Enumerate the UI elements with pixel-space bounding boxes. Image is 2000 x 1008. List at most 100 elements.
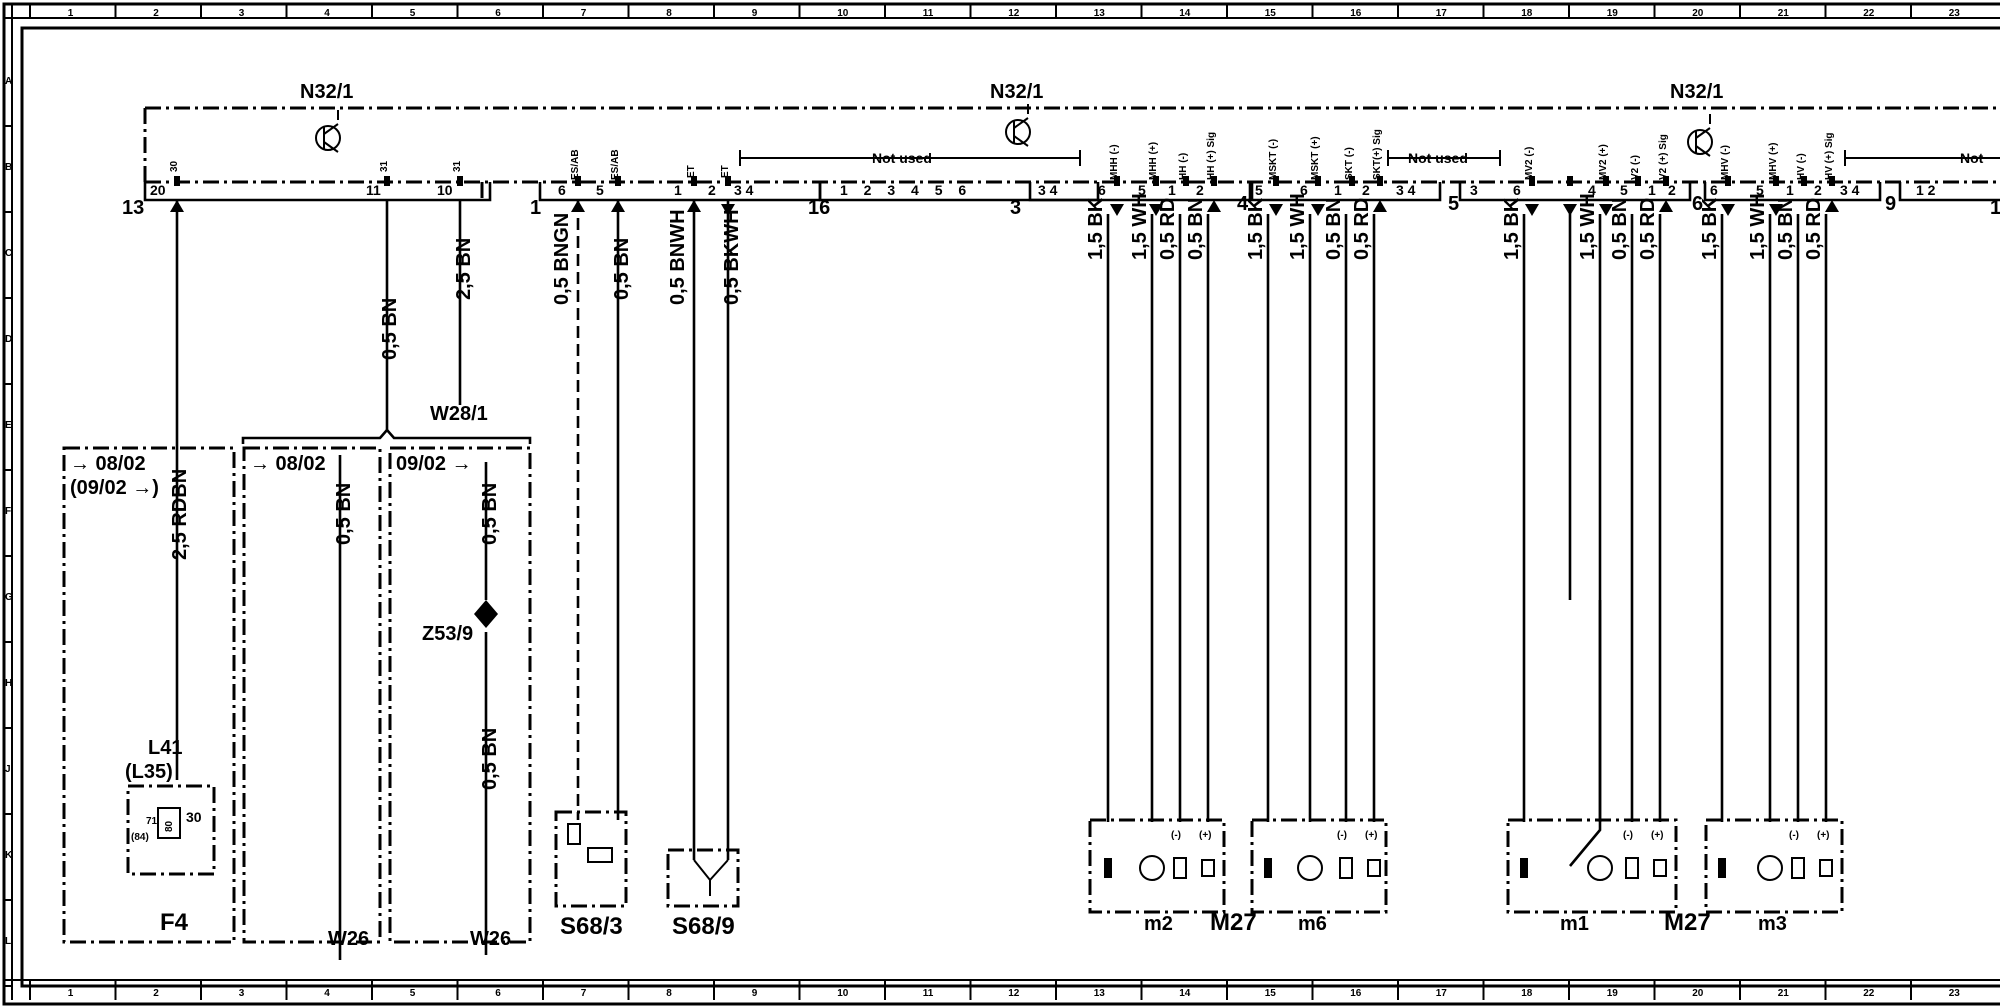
terminal-minus: (-) [1623,830,1633,841]
connector-num: 4 [1237,193,1249,215]
wire-label: 0,5 RD [1157,198,1179,260]
pin-arrow-down [1110,204,1124,216]
pin-cap [1377,176,1383,186]
wire-label: 0,5 BNGN [551,213,573,305]
motor-box [1506,818,1678,914]
component-z53-9: Z53/9 [422,623,473,645]
not-used-label: Not used [872,150,932,166]
grid-col-label: 2 [153,988,159,999]
pin-number: 6 [558,182,566,198]
grid-row-label: L [5,936,11,947]
relay-icon [126,784,216,876]
relay-pin: 71 [146,816,158,827]
component-f4: F4 [160,909,189,936]
grid-col-label: 12 [1008,8,1020,19]
grid-col-label: 16 [1350,8,1362,19]
pin-arrow-down [1563,204,1577,216]
pin-number: 5 [1756,182,1764,198]
heater-icon [1625,857,1639,879]
n32-1-label-a: N32/1 [300,81,353,103]
grid-row-label: D [5,334,12,345]
pin-cap [725,176,731,186]
grid-col-label: 13 [1094,8,1106,19]
motor-box [1704,818,1844,914]
grid-col-label: 21 [1778,8,1790,19]
grid-col-label: 10 [837,988,849,999]
n32-1-label-c: N32/1 [1670,81,1723,103]
hall-sensor-icon [1819,859,1833,877]
component-m27-a: M27 [1210,909,1257,936]
component-w26-a: W26 [328,928,369,950]
wire-label: 1,5 BK [1501,197,1523,260]
hall-sensor-icon [1653,859,1667,877]
grid-col-label: 3 [239,8,245,19]
grid-col-label: 6 [495,988,501,999]
transistor-icon [315,110,341,153]
grid-col-label: 15 [1265,8,1277,19]
pin-label: MSKT (+) [1310,136,1321,180]
pin-number: 3 [1470,182,1478,198]
grid-col-label: 14 [1179,8,1191,19]
grid-col-label: 20 [1692,8,1704,19]
grid-col-label: 9 [752,8,758,19]
component-w26-b: W26 [470,928,511,950]
grid-row-label: A [5,76,12,87]
grid-col-label: 14 [1179,988,1191,999]
pin-number: 5 [1620,182,1628,198]
pin-arrow-down [1269,204,1283,216]
wire-label: 0,5 BNWH [667,209,689,305]
grid-col-label: 20 [1692,988,1704,999]
pin-number: 2 [708,182,716,198]
wire-label-11: 0,5 BN [379,298,401,360]
pin-number: 1 [1786,182,1794,198]
pin-cap [1603,176,1609,186]
wire-label-0902b: 0,5 BN [479,728,501,790]
pin-number: 3 4 [1840,182,1860,198]
pin-label: 31 [452,160,463,172]
wire-label: 1,5 BK [1699,197,1721,260]
pin-label: MHV (+) [1768,143,1779,181]
component-m27-b: M27 [1664,909,1711,936]
grid-col-label: 2 [153,8,159,19]
pin-number: 5 [1255,182,1263,198]
pin-number: 1 [1168,182,1176,198]
pin-number: 5 [1138,182,1146,198]
pin-cap [174,176,180,186]
connector-num: 1 [1990,197,2000,219]
component-w28-1: W28/1 [430,403,488,425]
pin-number: 1 2 [1916,182,1936,198]
grid-row-label: F [5,506,11,517]
wire-label-0802: 0,5 BN [333,483,355,545]
not-used-label: Not used [1408,150,1468,166]
grid-row-label: H [5,678,12,689]
grid-col-label: 19 [1607,988,1619,999]
motor-m2-label: m2 [1144,913,1173,935]
n32-1-label-b: N32/1 [990,81,1043,103]
wiring-switches: 0,5 BNGN 0,5 BN S68/3 0,5 BNWH 0,5 BKWH … [551,200,743,940]
grid-col-label: 13 [1094,988,1106,999]
grid-col-label: 4 [324,988,330,999]
pin-number: 3 4 [734,182,754,198]
grid-col-label: 17 [1436,8,1448,19]
component-s68-9: S68/9 [672,913,735,940]
grid-col-label: 9 [752,988,758,999]
pin-cap [1349,176,1355,186]
pin-label: HV (-) [1796,153,1807,180]
filter-z53-9-icon [474,600,498,628]
pin-number: 1 2 3 4 5 6 [840,182,972,198]
connector-num: 6 [1692,193,1703,215]
motor-m3-label: m3 [1758,913,1787,935]
grid-row-label: J [5,764,11,775]
pin-number: 11 [366,182,381,198]
terminal-minus: (-) [1171,830,1181,841]
pin-label: MHV (-) [1720,145,1731,180]
pin-number: 2 [1362,182,1370,198]
pin-cap [1635,176,1641,186]
wire-label: 0,5 BKWH [721,209,743,305]
relay-pin: 80 [164,820,175,832]
pin-cap [1529,176,1535,186]
pin-label: HV (+) Sig [1824,132,1835,180]
